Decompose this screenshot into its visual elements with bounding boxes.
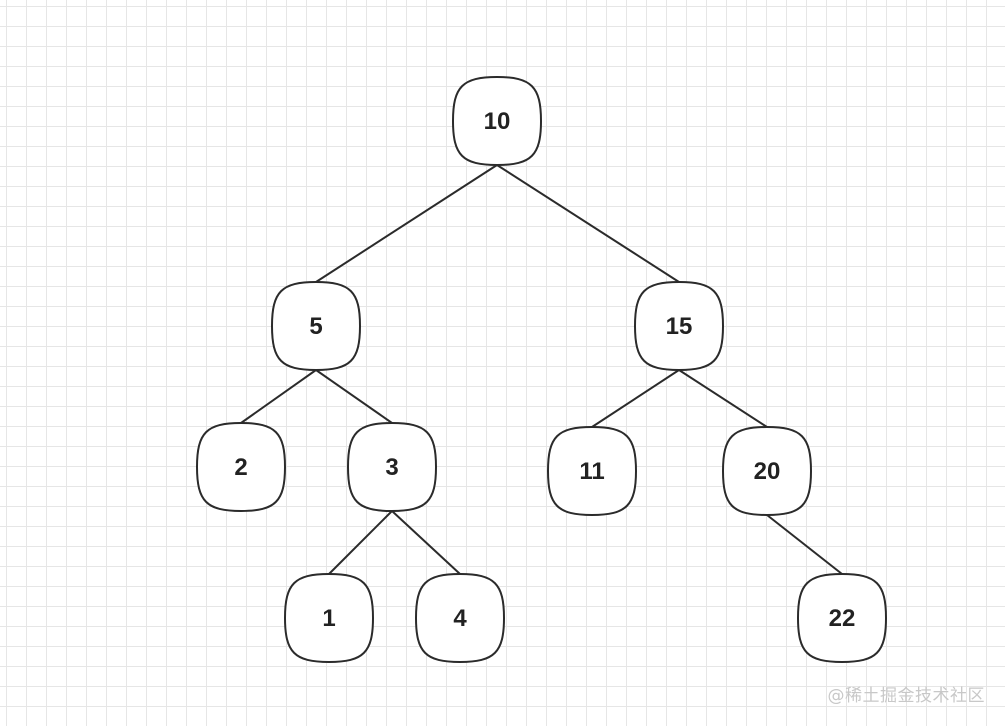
watermark: @稀土掘金技术社区 — [827, 686, 985, 706]
node-circle — [796, 572, 888, 664]
edge-n5-n2 — [240, 369, 317, 424]
tree-node-11: 11 — [546, 425, 638, 517]
node-label: 11 — [579, 458, 604, 485]
edge-n15-n11 — [591, 369, 680, 428]
tree-node-4: 4 — [414, 572, 506, 664]
edge-n20-n22 — [766, 514, 843, 575]
tree-node-20: 20 — [721, 425, 813, 517]
tree-node-3: 3 — [346, 421, 438, 513]
node-circle — [451, 75, 543, 167]
node-label: 22 — [829, 605, 856, 632]
edge-n5-n3 — [315, 369, 393, 424]
tree-nodes: 10 5 15 2 3 11 20 1 4 22 — [195, 75, 888, 664]
node-label: 10 — [484, 108, 511, 135]
tree-node-2: 2 — [195, 421, 287, 513]
tree-edges — [240, 164, 843, 575]
node-circle — [546, 425, 638, 517]
node-label: 20 — [754, 458, 781, 485]
edge-n10-n5 — [315, 164, 498, 283]
node-circle — [270, 280, 362, 372]
node-circle — [414, 572, 506, 664]
tree-node-15: 15 — [633, 280, 725, 372]
node-circle — [346, 421, 438, 513]
tree-node-5: 5 — [270, 280, 362, 372]
node-label: 1 — [322, 605, 335, 632]
edge-n3-n1 — [328, 510, 393, 575]
node-circle — [283, 572, 375, 664]
edge-n10-n15 — [496, 164, 680, 283]
node-label: 5 — [309, 313, 322, 340]
node-circle — [721, 425, 813, 517]
node-label: 15 — [666, 313, 693, 340]
edge-n15-n20 — [678, 369, 768, 428]
node-label: 2 — [234, 454, 247, 481]
tree-node-1: 1 — [283, 572, 375, 664]
node-label: 3 — [385, 454, 398, 481]
node-circle — [195, 421, 287, 513]
tree-node-22: 22 — [796, 572, 888, 664]
tree-node-10: 10 — [451, 75, 543, 167]
edge-n3-n4 — [391, 510, 461, 575]
node-circle — [633, 280, 725, 372]
node-label: 4 — [453, 605, 467, 632]
